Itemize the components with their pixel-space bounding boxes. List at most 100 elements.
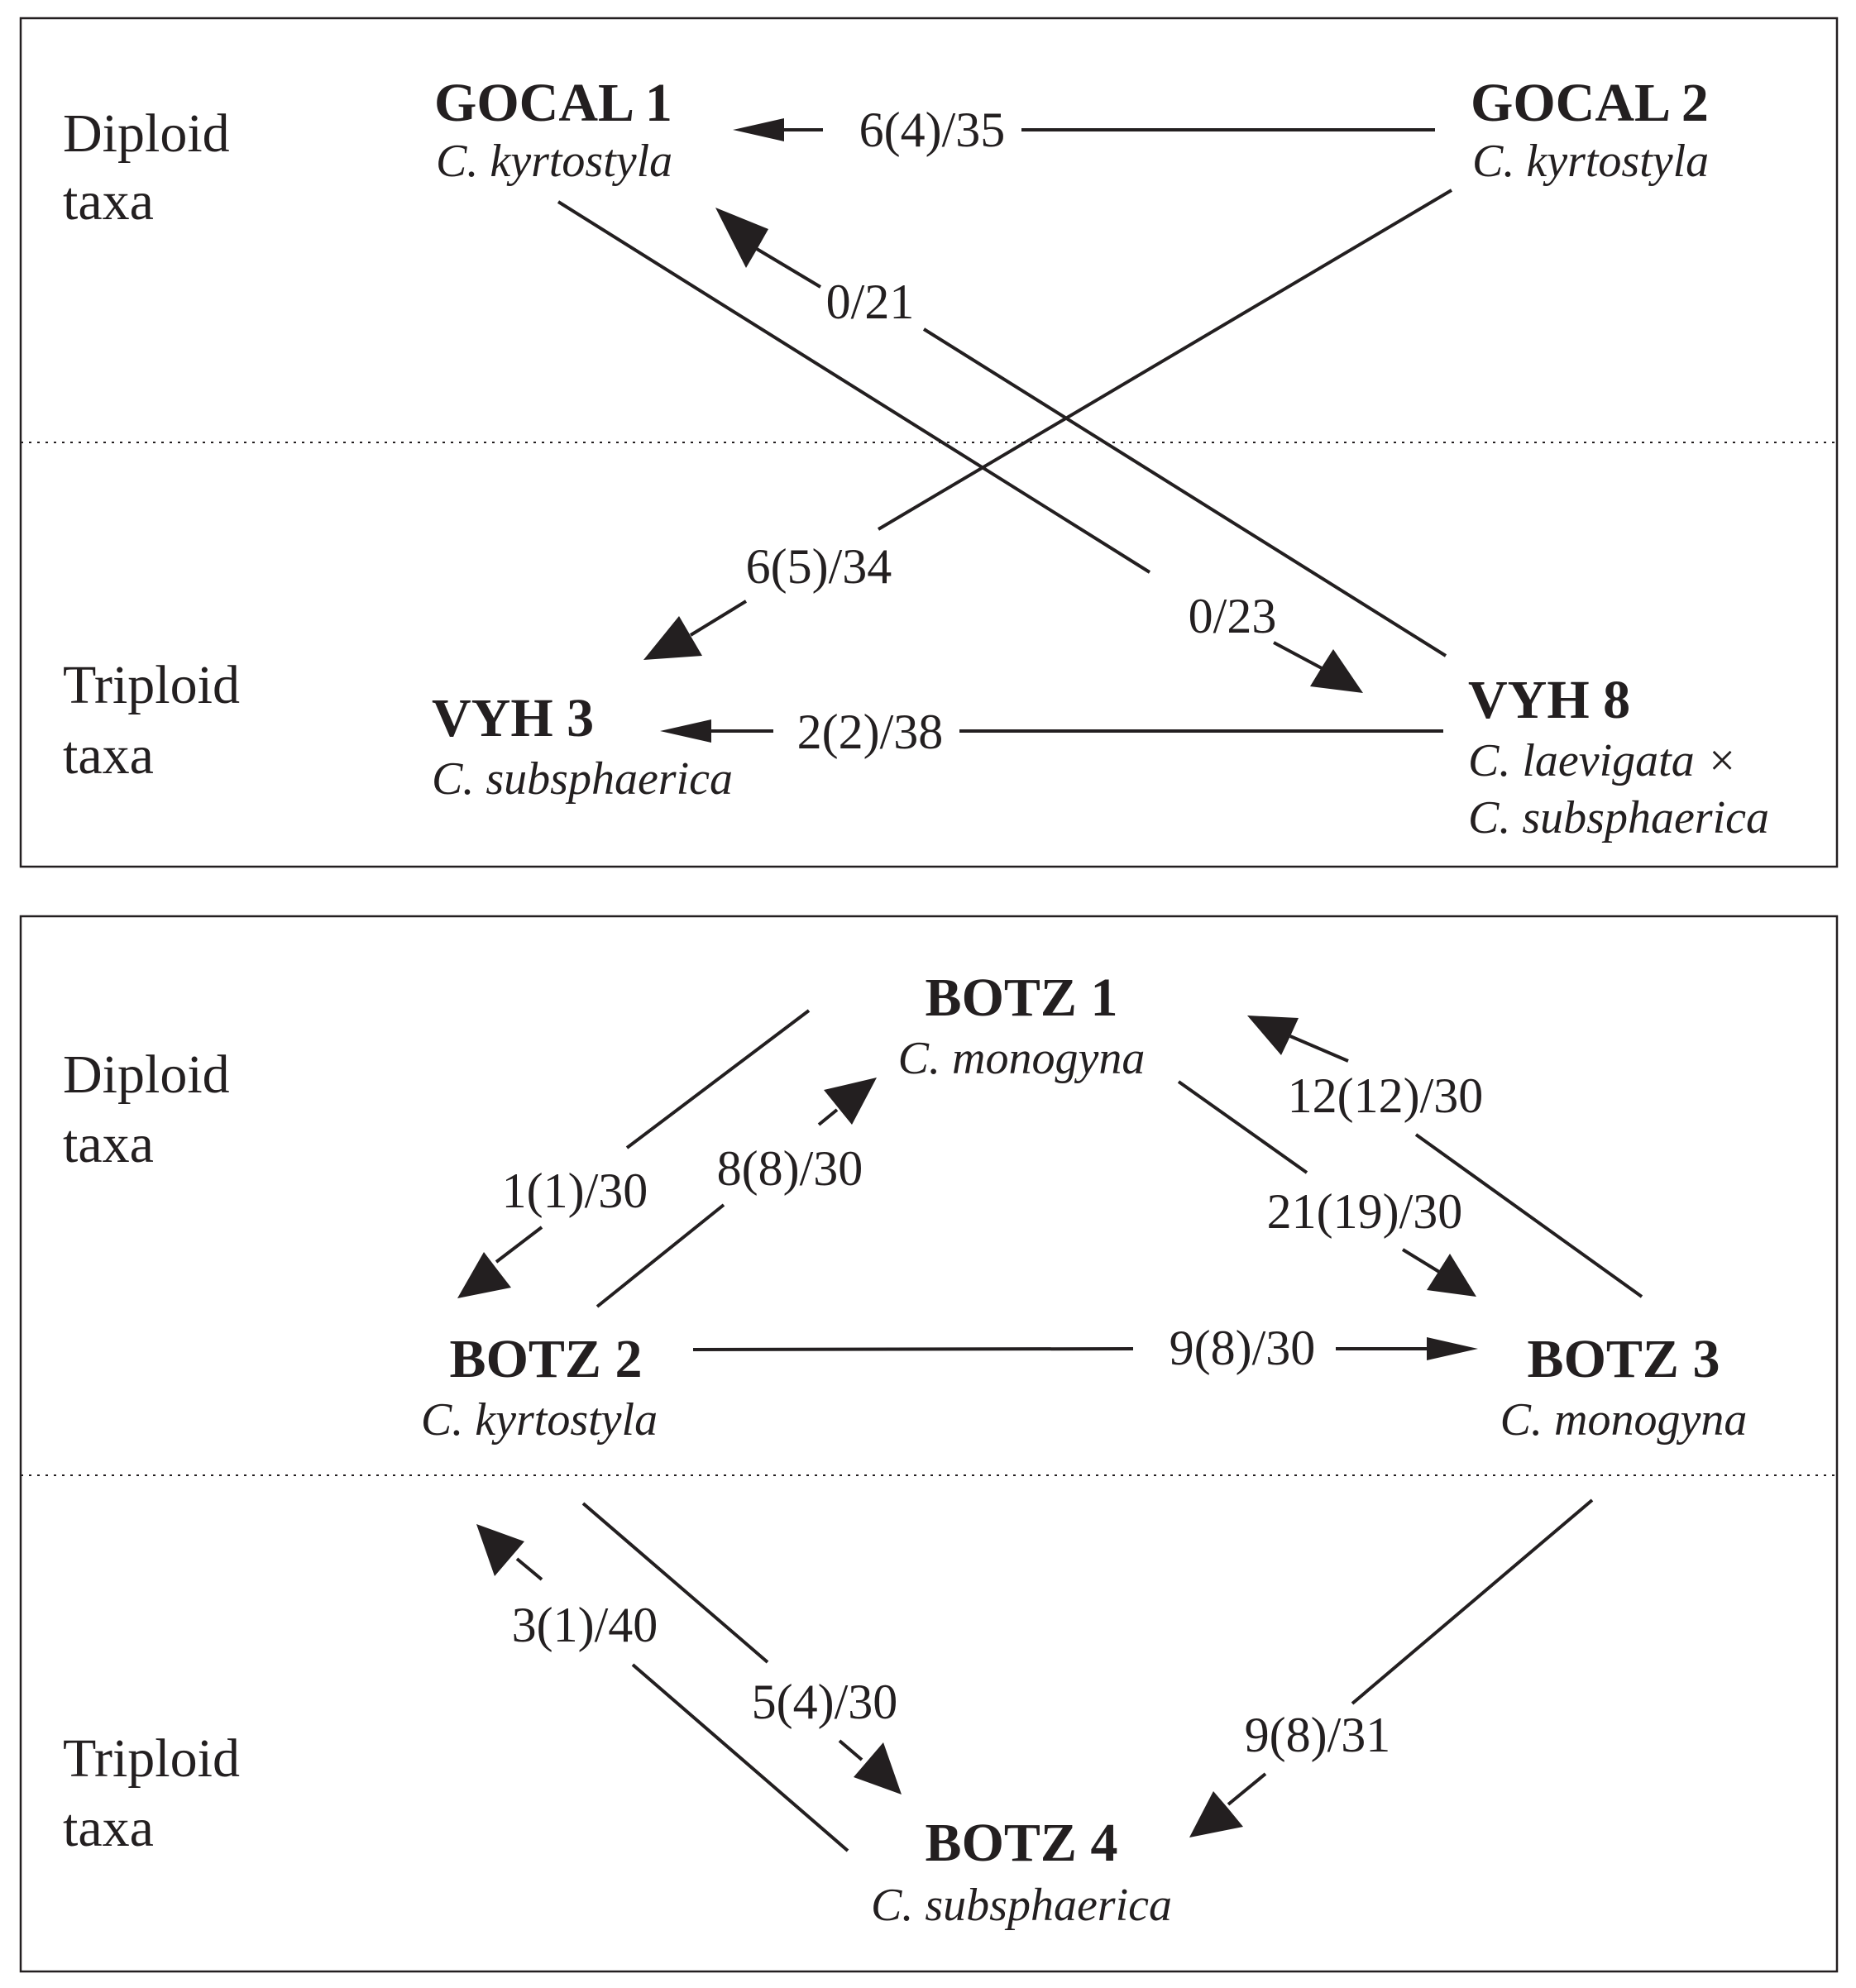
- edge-label: 3(1)/40: [512, 1598, 658, 1652]
- arrowhead: [1310, 649, 1363, 693]
- edge-line: [596, 1203, 725, 1308]
- edge-line: [755, 247, 822, 289]
- arrowhead: [660, 719, 711, 743]
- arrowhead: [715, 208, 768, 268]
- node-taxon: C. monogyna: [1500, 1394, 1748, 1446]
- edge-line: [515, 1557, 543, 1581]
- arrowhead: [1189, 1791, 1243, 1837]
- edge-label: 0/23: [1189, 589, 1277, 643]
- node-botz-4: BOTZ 4 C. subsphaerica: [871, 1813, 1172, 1931]
- node-vyh-8: VYH 8 C. laevigata × C. subsphaerica: [1468, 670, 1769, 843]
- edge-botz2-to-botz1: 8(8)/30: [596, 1078, 877, 1308]
- edge-line: [557, 200, 1151, 574]
- edge-line: [692, 1347, 1134, 1351]
- node-name: GOCAL 2: [1471, 73, 1709, 133]
- node-taxon: C. kyrtostyla: [436, 136, 672, 187]
- edge-line: [1414, 1133, 1643, 1298]
- node-name: VYH 3: [432, 688, 594, 748]
- row-label-line: Diploid: [63, 1044, 230, 1105]
- row-label-line: taxa: [63, 725, 154, 786]
- edge-gocal2-to-vyh3: 6(5)/34: [643, 189, 1453, 660]
- node-botz-2: BOTZ 2 C. kyrtostyla: [421, 1329, 658, 1446]
- node-gocal-1: GOCAL 1 C. kyrtostyla: [434, 73, 672, 187]
- edge-line: [625, 1009, 811, 1149]
- node-taxon: C. subsphaerica: [871, 1880, 1172, 1931]
- edge-botz2-to-botz3: 9(8)/30: [692, 1321, 1478, 1375]
- edge-label: 9(8)/30: [1170, 1321, 1316, 1375]
- node-name: BOTZ 1: [926, 968, 1118, 1028]
- edge-line: [1351, 1498, 1594, 1705]
- arrowhead: [854, 1742, 902, 1794]
- edge-label: 2(2)/38: [797, 705, 944, 759]
- edge-line: [1273, 641, 1323, 670]
- row-label-line: Triploid: [63, 1728, 240, 1789]
- edge-line: [689, 600, 748, 637]
- edge-line: [495, 1226, 543, 1264]
- panel-2-frame: [19, 915, 1839, 1973]
- node-taxon: C. subsphaerica: [1468, 792, 1769, 843]
- arrowhead: [476, 1524, 524, 1576]
- panel-1-row-label-diploid: Diploid taxa: [63, 103, 230, 232]
- edge-vyh8-to-gocal1: 0/21: [715, 208, 1447, 657]
- panel-2-row-label-diploid: Diploid taxa: [63, 1044, 230, 1174]
- edge-line: [1401, 1248, 1441, 1274]
- panel-2-row-label-triploid: Triploid taxa: [63, 1728, 240, 1858]
- edge-label: 6(5)/34: [746, 539, 892, 594]
- row-label-line: Diploid: [63, 103, 230, 164]
- edge-gocal2-to-gocal1: 6(4)/35: [733, 103, 1435, 157]
- edge-label: 12(12)/30: [1288, 1068, 1484, 1123]
- row-label-line: Triploid: [63, 655, 240, 715]
- edge-line: [1227, 1772, 1267, 1806]
- node-name: BOTZ 4: [926, 1813, 1118, 1873]
- edge-line: [838, 1739, 863, 1761]
- node-name: BOTZ 2: [450, 1329, 643, 1389]
- edge-botz1-to-botz3: 21(19)/30: [1177, 1080, 1476, 1297]
- edge-label: 21(19)/30: [1267, 1184, 1463, 1239]
- edge-label: 1(1)/30: [502, 1164, 648, 1218]
- edge-botz4-to-botz2: 3(1)/40: [476, 1524, 849, 1852]
- edge-botz1-to-botz2: 1(1)/30: [457, 1009, 811, 1298]
- edge-botz3-to-botz4: 9(8)/31: [1189, 1498, 1594, 1837]
- panel-1: Diploid taxa Triploid taxa GOCAL 1 C. ky…: [19, 17, 1839, 868]
- panel-2: Diploid taxa Triploid taxa BOTZ 1 C. mon…: [19, 915, 1839, 1973]
- edge-line: [1289, 1035, 1349, 1063]
- arrowhead: [1247, 1016, 1299, 1055]
- node-taxon: C. kyrtostyla: [1472, 136, 1709, 187]
- node-taxon: C. laevigata ×: [1468, 735, 1738, 786]
- edge-botz3-to-botz1: 12(12)/30: [1247, 1016, 1643, 1298]
- arrowhead: [824, 1078, 877, 1125]
- edge-label: 0/21: [826, 275, 915, 329]
- node-gocal-2: GOCAL 2 C. kyrtostyla: [1471, 73, 1709, 187]
- node-taxon: C. monogyna: [898, 1033, 1146, 1084]
- edge-label: 9(8)/31: [1245, 1708, 1391, 1762]
- edge-line: [1177, 1080, 1308, 1174]
- edge-line: [877, 189, 1453, 531]
- arrowhead: [457, 1252, 511, 1298]
- node-name: VYH 8: [1468, 670, 1630, 730]
- edge-vyh8-to-vyh3: 2(2)/38: [660, 705, 1443, 759]
- row-label-line: taxa: [63, 1114, 154, 1174]
- arrowhead: [643, 616, 702, 660]
- node-name: BOTZ 3: [1528, 1329, 1720, 1389]
- edge-label: 6(4)/35: [859, 103, 1006, 157]
- panel-1-row-label-triploid: Triploid taxa: [63, 655, 240, 786]
- edge-line: [922, 327, 1447, 657]
- node-taxon: C. subsphaerica: [432, 753, 733, 805]
- node-botz-1: BOTZ 1 C. monogyna: [898, 968, 1146, 1084]
- edge-gocal1-to-vyh8: 0/23: [557, 200, 1363, 693]
- arrowhead: [1427, 1254, 1476, 1297]
- arrowhead: [1427, 1337, 1478, 1360]
- edge-line: [631, 1663, 849, 1852]
- row-label-line: taxa: [63, 171, 154, 232]
- node-botz-3: BOTZ 3 C. monogyna: [1500, 1329, 1748, 1446]
- edge-line: [817, 1108, 839, 1126]
- node-vyh-3: VYH 3 C. subsphaerica: [432, 688, 733, 805]
- edge-label: 5(4)/30: [752, 1675, 898, 1729]
- row-label-line: taxa: [63, 1798, 154, 1858]
- edge-botz2-to-botz4: 5(4)/30: [581, 1502, 902, 1794]
- node-name: GOCAL 1: [434, 73, 672, 133]
- arrowhead: [733, 118, 784, 141]
- edge-line: [581, 1502, 769, 1664]
- node-taxon: C. kyrtostyla: [421, 1394, 658, 1446]
